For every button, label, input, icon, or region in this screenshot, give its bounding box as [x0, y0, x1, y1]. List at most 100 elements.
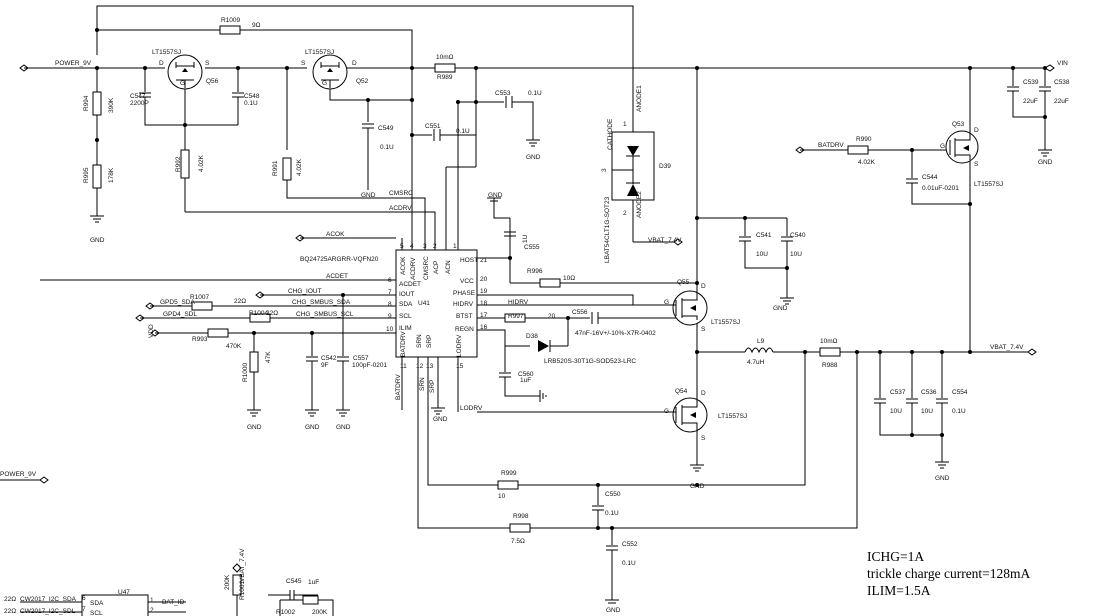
label-pn-4: 4 — [410, 243, 414, 250]
note-trickle: trickle charge current=128mA — [867, 566, 1031, 581]
label-c539-val: 22uF — [1023, 98, 1038, 105]
label-pin-iout: IOUT — [399, 291, 415, 298]
label-pin-cmsrc: CMSRC — [423, 256, 430, 280]
label-q53-part: LT1557SJ — [974, 181, 1003, 188]
mosfets — [167, 54, 979, 433]
resistor-r998 — [509, 523, 531, 533]
design-notes: ICHG=1A trickle charge current=128mA ILI… — [867, 549, 1031, 598]
label-gnd-top: GND — [488, 192, 503, 199]
resistor-r994 — [92, 91, 102, 116]
label-c540-ref: C540 — [790, 232, 806, 239]
resistor-r995 — [92, 164, 102, 189]
label-q54-d: D — [701, 390, 706, 397]
ground-gnd-6 — [935, 461, 949, 469]
label-r988-ref: R988 — [822, 362, 838, 369]
label-gnd-c540: GND — [773, 305, 788, 312]
label-q54-s: S — [701, 435, 706, 442]
label-c541-ref: C541 — [756, 232, 772, 239]
label-c560-val: 1uF — [520, 377, 531, 384]
label-c539-ref: C539 — [1023, 79, 1039, 86]
label-anode1: ANODE1 — [636, 85, 643, 112]
label-cmsrc: CMSRC — [389, 190, 413, 197]
label-c555-val: 1U — [522, 234, 529, 243]
label-l9-val: 4.7uH — [747, 359, 765, 366]
label-pn-16: 16 — [480, 324, 488, 331]
diode-d38 — [538, 340, 551, 352]
label-r997-val: 20 — [548, 313, 556, 320]
resistor-r996 — [539, 278, 561, 288]
label-q53-d: D — [974, 127, 979, 134]
label-r997-ref: R997 — [508, 313, 524, 320]
mosfet-q56 — [167, 54, 203, 90]
label-gnd-left: GND — [90, 237, 105, 244]
label-q56-part: LT1557SJ — [152, 49, 181, 56]
label-r1001-ref: R1001 — [239, 580, 246, 600]
label-r992-val: 4.02K — [198, 154, 205, 172]
label-anode2: ANODE2 — [636, 191, 643, 218]
resistors — [92, 25, 869, 605]
mosfet-q53 — [945, 130, 979, 164]
label-pn-1: 1 — [453, 243, 457, 250]
label-bat-id: BAT_ID — [162, 599, 185, 606]
capacitor-c555 — [504, 231, 516, 237]
label-cathode: CATHODE — [607, 118, 614, 150]
label-c555-ref: C555 — [524, 244, 540, 251]
label-pn-10: 10 — [386, 326, 394, 333]
label-r998-val: 7.5Ω — [511, 538, 525, 545]
label-srn-net: SRN — [419, 377, 426, 391]
label-pin-phase: PHASE — [453, 290, 476, 297]
label-c553-ref: C553 — [495, 90, 511, 97]
label-c557-ref: C557 — [353, 355, 369, 362]
resistor-r989 — [434, 63, 456, 73]
label-pn-6: 6 — [388, 277, 392, 284]
label-gnd-c538: GND — [1038, 159, 1053, 166]
label-pin-scl: SCL — [399, 313, 412, 320]
label-d39-part: LBAT54CLT1G-SOT23 — [604, 196, 611, 263]
capacitor-c537 — [874, 398, 886, 410]
capacitor-c542 — [306, 356, 318, 368]
label-c556-val: 47nF-16V+/-10%-X7R-0402 — [575, 330, 656, 337]
label-c545-val: 1uF — [308, 579, 319, 586]
label-pn-7: 7 — [388, 289, 392, 296]
label-r993-val: 470K — [226, 343, 242, 350]
label-r1002-ref: R1002 — [276, 609, 296, 616]
label-u47-p6: 6 — [82, 595, 86, 602]
label-r990-ref: R990 — [856, 136, 872, 143]
resistor-r992 — [180, 149, 190, 179]
label-pn-20: 20 — [480, 276, 488, 283]
label-c549-ref: C549 — [378, 125, 394, 132]
label-pn-12: 12 — [416, 363, 424, 370]
label-pn-15: 15 — [456, 363, 464, 370]
capacitor-c556 — [591, 312, 602, 324]
label-c540-val: 10U — [790, 251, 802, 258]
label-gnd-c557: GND — [336, 424, 351, 431]
label-u47-sda: SDA — [90, 600, 104, 607]
label-gnd-c552: GND — [606, 607, 621, 614]
label-pn-21: 21 — [480, 257, 488, 264]
diode-d39 — [611, 131, 655, 201]
capacitor-c554 — [936, 398, 948, 410]
label-q52-ref: Q52 — [356, 78, 369, 85]
label-acdrv: ACDRV — [389, 205, 412, 212]
label-r1001-val: 200K — [224, 574, 231, 590]
label-r1000-ref: R1000 — [242, 362, 249, 382]
capacitor-c557 — [337, 356, 349, 368]
label-q56-g: G — [180, 80, 185, 87]
label-q52-s: S — [301, 60, 306, 67]
label-pin-ilim: ILIM — [399, 325, 412, 332]
label-gnd-c554: GND — [935, 475, 950, 482]
label-pin-srp: SRP — [426, 335, 433, 348]
capacitors — [139, 86, 1051, 600]
label-q52-d: D — [352, 60, 357, 67]
label-gnd-c549: GND — [361, 192, 376, 199]
label-batdrv-right: BATDRV — [818, 142, 844, 149]
label-gnd-q54: GND — [690, 483, 705, 490]
resistor-r990 — [847, 145, 869, 155]
label-acok: ACOK — [326, 231, 345, 238]
label-c549-val: 0.1U — [380, 144, 394, 151]
label-c544-val: 0.01uF-0201 — [922, 185, 959, 192]
net-arrows — [19, 64, 1055, 573]
capacitor-c560 — [499, 372, 511, 384]
